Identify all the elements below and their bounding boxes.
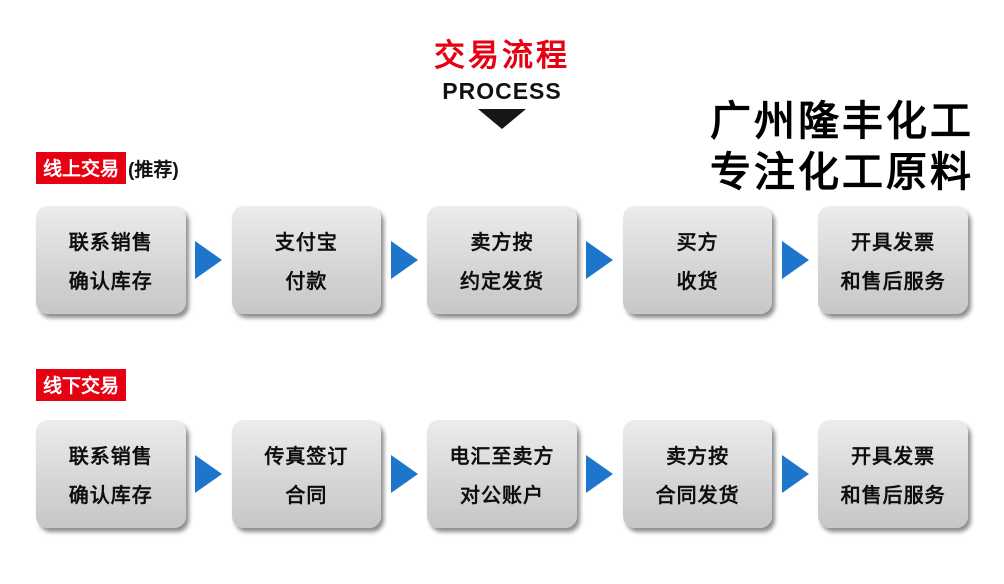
step-box: 卖方按 合同发货 xyxy=(622,420,773,528)
online-section-label-row: 线上交易 (推荐) xyxy=(36,152,179,184)
offline-section-badge: 线下交易 xyxy=(36,369,127,401)
online-section-badge: 线上交易 xyxy=(36,152,127,184)
right-arrow-icon xyxy=(390,241,418,279)
right-arrow-icon xyxy=(586,455,614,493)
right-arrow-icon xyxy=(781,455,809,493)
step-box: 联系销售 确认库存 xyxy=(36,420,186,528)
step-text-line2: 付款 xyxy=(285,271,328,293)
step-text-line2: 确认库存 xyxy=(68,485,153,507)
flow-arrow xyxy=(381,455,427,493)
step-text-line2: 确认库存 xyxy=(68,271,153,293)
step-text-line2: 合同 xyxy=(285,485,328,507)
online-flow-row: 联系销售 确认库存 支付宝 付款 卖方按 约定发货 买方 收货 开具发票 和售后… xyxy=(36,206,968,314)
step-text-line2: 对公账户 xyxy=(459,485,544,507)
flow-arrow xyxy=(381,241,427,279)
step-box: 电汇至卖方 对公账户 xyxy=(427,420,577,528)
company-tagline: 专注化工原料 xyxy=(710,149,974,196)
flow-arrow xyxy=(577,455,623,493)
step-text-line2: 和售后服务 xyxy=(840,271,946,293)
flow-arrow xyxy=(772,455,818,493)
right-arrow-icon xyxy=(195,241,223,279)
step-box: 支付宝 付款 xyxy=(231,206,382,314)
diagram-header: 交易流程 PROCESS xyxy=(0,30,1004,129)
step-text-line1: 电汇至卖方 xyxy=(449,446,555,468)
step-text-line1: 开具发票 xyxy=(851,232,936,254)
right-arrow-icon xyxy=(195,455,223,493)
flow-arrow xyxy=(186,455,232,493)
page-subtitle: PROCESS xyxy=(442,78,562,104)
step-text-line1: 联系销售 xyxy=(68,446,153,468)
page-title: 交易流程 xyxy=(434,38,570,73)
step-text-line2: 和售后服务 xyxy=(840,485,946,507)
company-watermark: 广州隆丰化工 专注化工原料 xyxy=(710,96,974,199)
step-text-line2: 约定发货 xyxy=(459,271,544,293)
right-arrow-icon xyxy=(586,241,614,279)
down-arrow-icon xyxy=(478,109,526,129)
offline-section-label-row: 线下交易 xyxy=(36,369,128,401)
flow-arrow xyxy=(772,241,818,279)
step-text-line1: 买方 xyxy=(676,232,719,254)
right-arrow-icon xyxy=(781,241,809,279)
step-text-line1: 卖方按 xyxy=(470,232,534,254)
step-text-line2: 收货 xyxy=(676,271,719,293)
step-text-line1: 开具发票 xyxy=(851,446,936,468)
flow-arrow xyxy=(186,241,232,279)
step-box: 开具发票 和售后服务 xyxy=(818,206,968,314)
flow-arrow xyxy=(577,241,623,279)
online-section-note: (推荐) xyxy=(128,159,179,181)
step-box: 买方 收货 xyxy=(622,206,773,314)
step-box: 开具发票 和售后服务 xyxy=(818,420,968,528)
step-box: 传真签订 合同 xyxy=(231,420,382,528)
step-text-line1: 卖方按 xyxy=(666,446,730,468)
step-text-line1: 传真签订 xyxy=(264,446,349,468)
right-arrow-icon xyxy=(390,455,418,493)
step-text-line1: 支付宝 xyxy=(274,232,338,254)
step-box: 卖方按 约定发货 xyxy=(427,206,577,314)
step-text-line2: 合同发货 xyxy=(655,485,740,507)
company-name: 广州隆丰化工 xyxy=(710,98,974,144)
step-box: 联系销售 确认库存 xyxy=(36,206,186,314)
step-text-line1: 联系销售 xyxy=(68,232,153,254)
offline-flow-row: 联系销售 确认库存 传真签订 合同 电汇至卖方 对公账户 卖方按 合同发货 开具… xyxy=(36,420,968,528)
